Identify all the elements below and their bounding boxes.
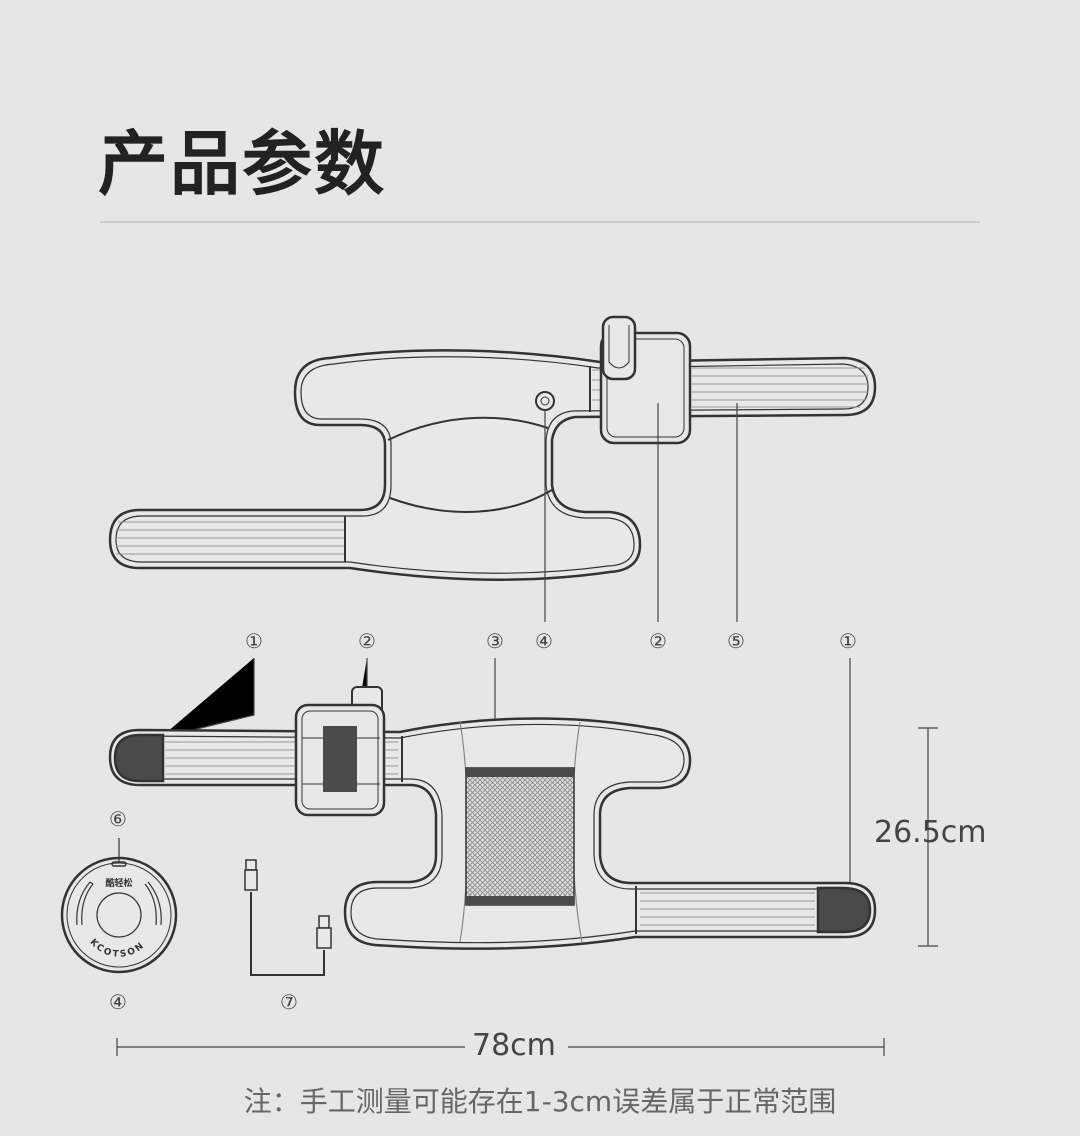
label-1b: ① bbox=[839, 629, 857, 653]
label-6: ⑥ bbox=[109, 807, 127, 831]
dimension-lines bbox=[116, 727, 938, 1056]
brace-front-view bbox=[108, 315, 877, 581]
part-labels: ① ② ③ ④ ② ⑤ ① bbox=[245, 629, 857, 653]
label-3: ③ bbox=[486, 629, 504, 653]
usb-cable bbox=[244, 859, 332, 976]
measurement-note: 注：手工测量可能存在1-3cm误差属于正常范围 bbox=[243, 1085, 837, 1118]
label-5: ⑤ bbox=[727, 629, 745, 653]
page-title: 产品参数 bbox=[98, 123, 386, 205]
control-disc: 酷轻松 KCOTSON bbox=[60, 838, 178, 974]
label-1: ① bbox=[245, 629, 263, 653]
label-2: ② bbox=[358, 629, 376, 653]
width-dimension: 78cm bbox=[472, 1028, 556, 1063]
label-2b: ② bbox=[649, 629, 667, 653]
height-dimension: 26.5cm bbox=[874, 815, 987, 850]
label-4: ④ bbox=[535, 629, 553, 653]
label-7: ⑦ bbox=[280, 990, 298, 1014]
divider bbox=[100, 221, 980, 223]
brace-back-view bbox=[108, 686, 877, 950]
label-disc-4: ④ bbox=[109, 990, 127, 1014]
disc-brand-cn: 酷轻松 bbox=[105, 877, 132, 889]
